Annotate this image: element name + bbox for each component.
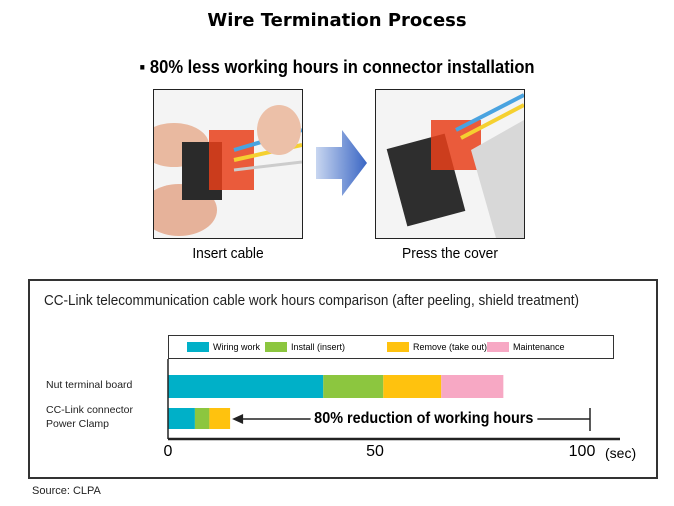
bar-segment — [323, 375, 384, 398]
legend-item: Remove (take out) — [387, 342, 487, 352]
caption-insert-cable: Insert cable — [192, 245, 264, 262]
row-label-nut-terminal: Nut terminal board — [46, 379, 133, 391]
legend-swatch — [187, 342, 209, 352]
chart-panel: CC-Link telecommunication cable work hou… — [28, 279, 658, 479]
bullet-point: ▪ 80% less working hours in connector in… — [139, 57, 535, 77]
arrow-head-icon — [232, 414, 244, 424]
legend-item: Wiring work — [187, 342, 260, 352]
bar-segment — [168, 375, 324, 398]
legend-item: Install (insert) — [265, 342, 345, 352]
legend-swatch — [387, 342, 409, 352]
bar-segment — [194, 408, 210, 429]
x-tick-0: 0 — [163, 443, 173, 460]
slide-title: Wire Termination Process — [207, 10, 467, 31]
bar-segment — [209, 408, 231, 429]
chart-plot — [167, 359, 620, 441]
x-unit: (sec) — [605, 445, 637, 461]
legend-swatch — [487, 342, 509, 352]
bar-segment — [168, 408, 195, 429]
legend-swatch — [265, 342, 287, 352]
legend-label: Install (insert) — [291, 342, 346, 352]
legend-label: Wiring work — [213, 342, 261, 352]
x-tick-100: 100 — [568, 443, 596, 460]
legend-item: Maintenance — [487, 342, 565, 352]
chart-title: CC-Link telecommunication cable work hou… — [44, 292, 579, 309]
legend-label: Maintenance — [513, 342, 565, 352]
legend-label: Remove (take out) — [413, 342, 488, 352]
caption-press-cover: Press the cover — [402, 245, 498, 262]
bar-segment — [383, 375, 442, 398]
bullet-icon: ▪ — [139, 57, 150, 77]
x-tick-50: 50 — [366, 443, 384, 460]
right-arrow-icon — [316, 130, 367, 196]
photo-press-cover — [375, 89, 525, 239]
source-note: Source: CLPA — [32, 485, 101, 497]
bar-segment — [441, 375, 504, 398]
photo-insert-cable — [153, 89, 303, 239]
reduction-annotation: 80% reduction of working hours — [310, 410, 537, 428]
chart-legend: Wiring work Install (insert) Remove (take … — [168, 335, 614, 359]
